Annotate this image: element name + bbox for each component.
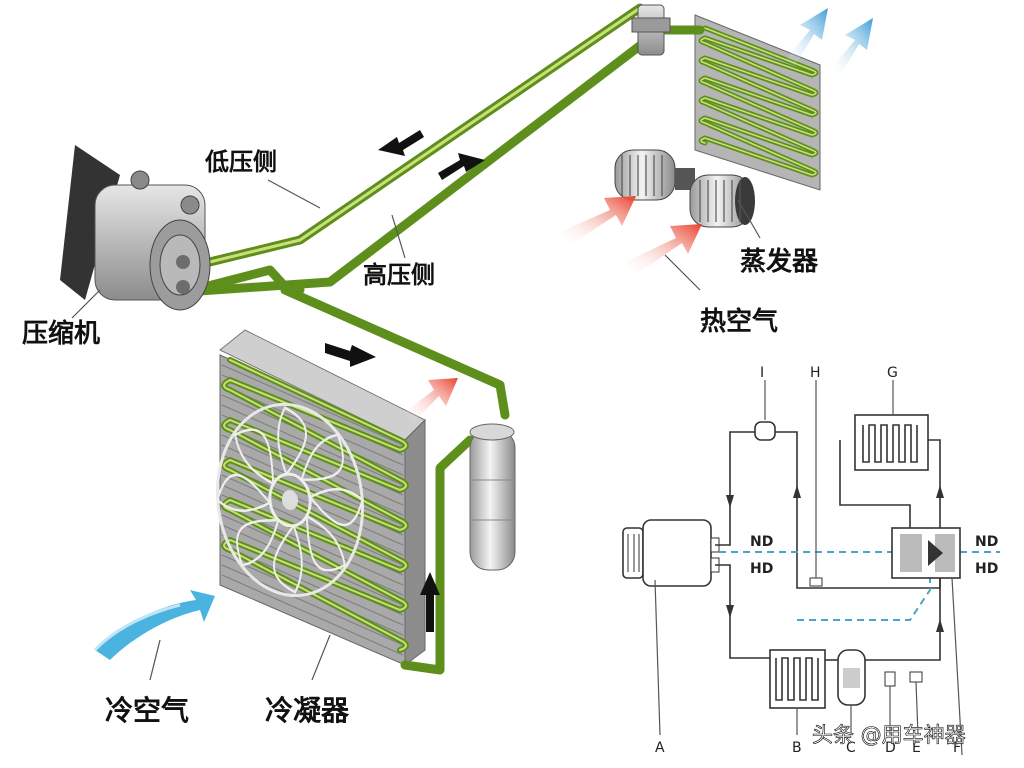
hot-air-exit-arrow <box>405 378 458 422</box>
airflow-arrows <box>93 8 873 660</box>
cool-air-exit-arrow-2 <box>830 18 873 76</box>
fan-blade <box>234 428 275 486</box>
fan-blade <box>300 433 344 482</box>
condenser-fin <box>221 384 404 466</box>
refrigerant-schematic: I H G A B C D E F ND HD ND HD <box>622 365 1000 756</box>
schematic-hd-left: HD <box>750 561 773 577</box>
condenser-unit <box>215 329 426 666</box>
label-compressor: 压缩机 <box>22 318 100 349</box>
schematic-component-I <box>754 380 776 441</box>
condenser-fin <box>221 524 404 606</box>
compressor <box>60 145 211 311</box>
schematic-letter-B: B <box>792 740 802 756</box>
flow-direction-arrows <box>325 130 485 632</box>
schematic-letter-E: E <box>912 740 921 756</box>
label-evaporator: 蒸发器 <box>740 246 819 277</box>
label-condenser: 冷凝器 <box>265 694 350 727</box>
condenser-fin <box>221 464 404 546</box>
fan-blade <box>273 523 303 594</box>
schematic-receiver-C <box>837 649 866 735</box>
fan-blade <box>277 406 307 477</box>
schematic-component-E <box>909 671 923 736</box>
refrigerant-pipes <box>180 3 705 675</box>
schematic-expansion-F <box>891 527 963 756</box>
schematic-component-D <box>884 671 896 735</box>
schematic-condenser-B <box>769 649 826 735</box>
cool-air-exit-arrow-1 <box>785 8 828 66</box>
schematic-compressor-A <box>622 519 720 587</box>
schematic-nd-left: ND <box>750 534 773 550</box>
leader-lines <box>71 179 761 681</box>
condenser-fin <box>221 404 404 486</box>
schematic-letter-C: C <box>846 740 856 756</box>
condenser-fan <box>215 402 365 598</box>
condenser-fin <box>221 484 404 566</box>
low-side-flow-arrow <box>378 130 424 156</box>
hot-air-arrow-1 <box>560 196 636 245</box>
label-cold-air: 冷空气 <box>105 694 189 727</box>
schematic-letter-F: F <box>953 740 961 756</box>
cold-air-intake-arrow <box>93 590 215 660</box>
condenser-coil-highlight <box>223 359 407 651</box>
condenser-fin <box>221 364 404 446</box>
watermark-text: 头条 @用车神器 <box>812 723 966 747</box>
component-labels: 低压侧 高压侧 蒸发器 热空气 压缩机 冷空气 冷凝器 <box>22 147 819 727</box>
receiver-drier <box>469 423 516 571</box>
condenser-fin <box>221 424 404 506</box>
schematic-component-H <box>809 380 823 587</box>
high-side-flow-arrow <box>438 153 485 180</box>
label-low-side: 低压侧 <box>204 147 277 176</box>
expansion-valve <box>631 4 671 56</box>
fan-blade <box>236 518 280 567</box>
condenser-outlet-flow-arrow <box>420 572 440 632</box>
schematic-hd-right: HD <box>975 561 998 577</box>
condenser-fin <box>221 444 404 526</box>
condenser-inlet-flow-arrow <box>325 343 376 367</box>
evaporator-coil-highlight <box>700 27 817 176</box>
fan-blade <box>305 514 346 572</box>
schematic-letter-G: G <box>887 365 898 381</box>
fan-blade <box>308 488 364 527</box>
schematic-letter-A: A <box>655 740 665 756</box>
schematic-letter-I: I <box>760 365 764 381</box>
blower-motor <box>614 149 755 228</box>
hot-air-arrow-2 <box>625 224 702 275</box>
condenser-fin <box>221 574 404 656</box>
condenser-fin <box>221 504 404 586</box>
label-high-side: 高压侧 <box>363 260 435 289</box>
schematic-evaporator-G <box>854 380 929 471</box>
label-hot-air: 热空气 <box>700 306 778 337</box>
condenser-fin <box>221 544 404 626</box>
fan-blade <box>216 473 272 512</box>
schematic-letter-D: D <box>885 740 896 756</box>
schematic-nd-right: ND <box>975 534 998 550</box>
schematic-letter-H: H <box>810 365 821 381</box>
